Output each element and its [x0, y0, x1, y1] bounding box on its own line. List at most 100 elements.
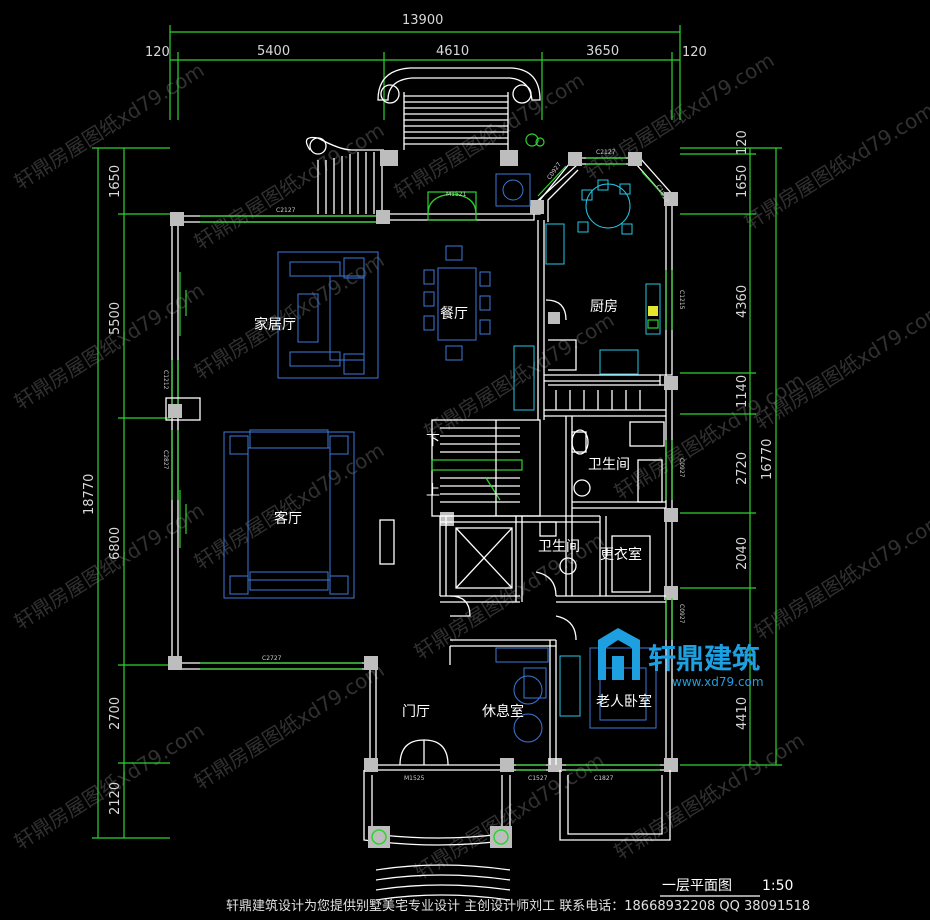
column [168, 404, 182, 418]
main-door [427, 191, 477, 221]
dim-top-part: 5400 [257, 44, 290, 59]
watermark-layer: 轩鼎房屋图纸xd79.com 轩鼎房屋图纸xd79.com 轩鼎房屋图纸xd79… [10, 48, 930, 884]
dim-top-total: 13900 [402, 13, 443, 28]
bathroom-fixtures [535, 421, 665, 717]
window-tag: C2127 [596, 149, 616, 156]
window-tag: C1215 [678, 290, 685, 310]
dim-right-part: 4410 [735, 697, 750, 730]
main-stair [431, 419, 541, 517]
dim-right-part: 1140 [735, 375, 750, 408]
column [664, 508, 678, 522]
column [664, 376, 678, 390]
dim-left-part: 2700 [108, 697, 123, 730]
windows [165, 157, 673, 771]
door-tag: M1525 [404, 775, 425, 782]
window-tag: C1212 [162, 370, 169, 390]
watermark-text: 轩鼎房屋图纸xd79.com [10, 498, 208, 634]
watermark-text: 轩鼎房屋图纸xd79.com [10, 278, 208, 414]
column [170, 212, 184, 226]
column [500, 758, 514, 772]
window-tag: C2727 [262, 655, 282, 662]
footer-credits: 轩鼎建筑设计为您提供别墅美宅专业设计 主创设计师刘工 联系电话：18668932… [226, 898, 810, 914]
column [548, 758, 562, 772]
watermark-text: 轩鼎房屋图纸xd79.com [610, 368, 808, 504]
column [664, 192, 678, 206]
front-steps [305, 67, 545, 214]
column [628, 152, 642, 166]
door-tag: M1521 [446, 191, 467, 198]
dim-top-part: 120 [682, 45, 707, 60]
watermark-text: 轩鼎房屋图纸xd79.com [610, 728, 808, 864]
exterior-walls [168, 152, 678, 772]
dim-left-part: 1650 [108, 165, 123, 198]
column [440, 512, 454, 526]
dim-top-part: 120 [145, 45, 170, 60]
watermark-text: 轩鼎房屋图纸xd79.com [190, 118, 388, 254]
window-tag: C2827 [162, 450, 169, 470]
window-tag: C0927 [678, 458, 685, 478]
column [568, 152, 582, 166]
watermark-text: 轩鼎房屋图纸xd79.com [190, 658, 388, 794]
watermark-text: 轩鼎房屋图纸xd79.com [190, 438, 388, 574]
watermark-text: 轩鼎房屋图纸xd79.com [420, 308, 618, 444]
window-tag: C0927 [678, 604, 685, 624]
living-room-furniture [223, 429, 395, 599]
column [168, 656, 182, 670]
column [364, 758, 378, 772]
dim-top-part: 3650 [586, 44, 619, 59]
dim-top-part: 4610 [436, 44, 469, 59]
column [664, 586, 678, 600]
building-logo-icon [598, 628, 640, 680]
dim-left-part: 6800 [108, 527, 123, 560]
family-room-furniture [277, 251, 379, 379]
dim-left-total: 18770 [82, 474, 97, 515]
room-label-lounge: 休息室 [482, 703, 524, 720]
dim-right-part: 2720 [735, 452, 750, 485]
elevator [455, 527, 513, 589]
bedroom-furniture [495, 615, 657, 743]
dim-right-part: 4360 [735, 285, 750, 318]
watermark-text: 轩鼎房屋图纸xd79.com [740, 98, 930, 234]
window-tag: C2127 [276, 207, 296, 214]
dining-table [423, 173, 535, 411]
drawing-scale: 1:50 [762, 878, 793, 894]
logo-url: www.xd79.com [672, 675, 764, 689]
dim-right-part: 1650 [735, 165, 750, 198]
room-label-dressing: 更衣室 [600, 546, 642, 563]
room-label-elder-bedroom: 老人卧室 [596, 693, 652, 710]
column [548, 312, 560, 324]
dim-left-part: 2120 [108, 782, 123, 815]
watermark-text: 轩鼎房屋图纸xd79.com [750, 298, 930, 434]
left-dimensions: 18770 1650 5500 6800 2700 2120 [82, 147, 170, 839]
stair-up-label: 上 [426, 483, 440, 499]
window-tag: C1527 [528, 775, 548, 782]
column [664, 758, 678, 772]
interior-walls [439, 220, 666, 765]
drawing-title-label: 一层平面图 [662, 878, 732, 894]
room-label-bath1: 卫生间 [588, 457, 630, 473]
top-dimensions: 13900 120 5400 4610 3650 120 [145, 13, 707, 120]
room-label-dining: 餐厅 [440, 306, 468, 322]
room-label-living: 客厅 [274, 510, 302, 527]
kitchen-fixtures [545, 169, 661, 375]
dim-right-total: 16770 [760, 439, 775, 480]
room-label-bath2: 卫生间 [538, 539, 580, 555]
service-stair [548, 339, 660, 410]
column [376, 210, 390, 224]
step-lines [404, 95, 508, 145]
doors [399, 299, 567, 766]
drawing-title: 一层平面图 1:50 [660, 878, 793, 897]
room-label-foyer: 门厅 [402, 704, 430, 720]
brand-logo: 轩鼎建筑 www.xd79.com [598, 628, 764, 689]
front-terrace [363, 770, 671, 901]
watermark-text: 轩鼎房屋图纸xd79.com [390, 68, 588, 204]
logo-brand: 轩鼎建筑 [648, 642, 760, 675]
room-labels: 家居厅 餐厅 厨房 客厅 卫生间 卫生间 更衣室 门厅 休息室 老人卧室 下 上 [254, 299, 652, 720]
dim-right-part: 120 [735, 130, 750, 155]
room-label-family: 家居厅 [254, 316, 296, 333]
window-tag: C1827 [594, 775, 614, 782]
dim-left-part: 5500 [108, 302, 123, 335]
dim-right-part: 2040 [735, 537, 750, 570]
right-dimensions: 16770 120 1650 4360 1140 2720 2040 4410 [680, 130, 782, 766]
